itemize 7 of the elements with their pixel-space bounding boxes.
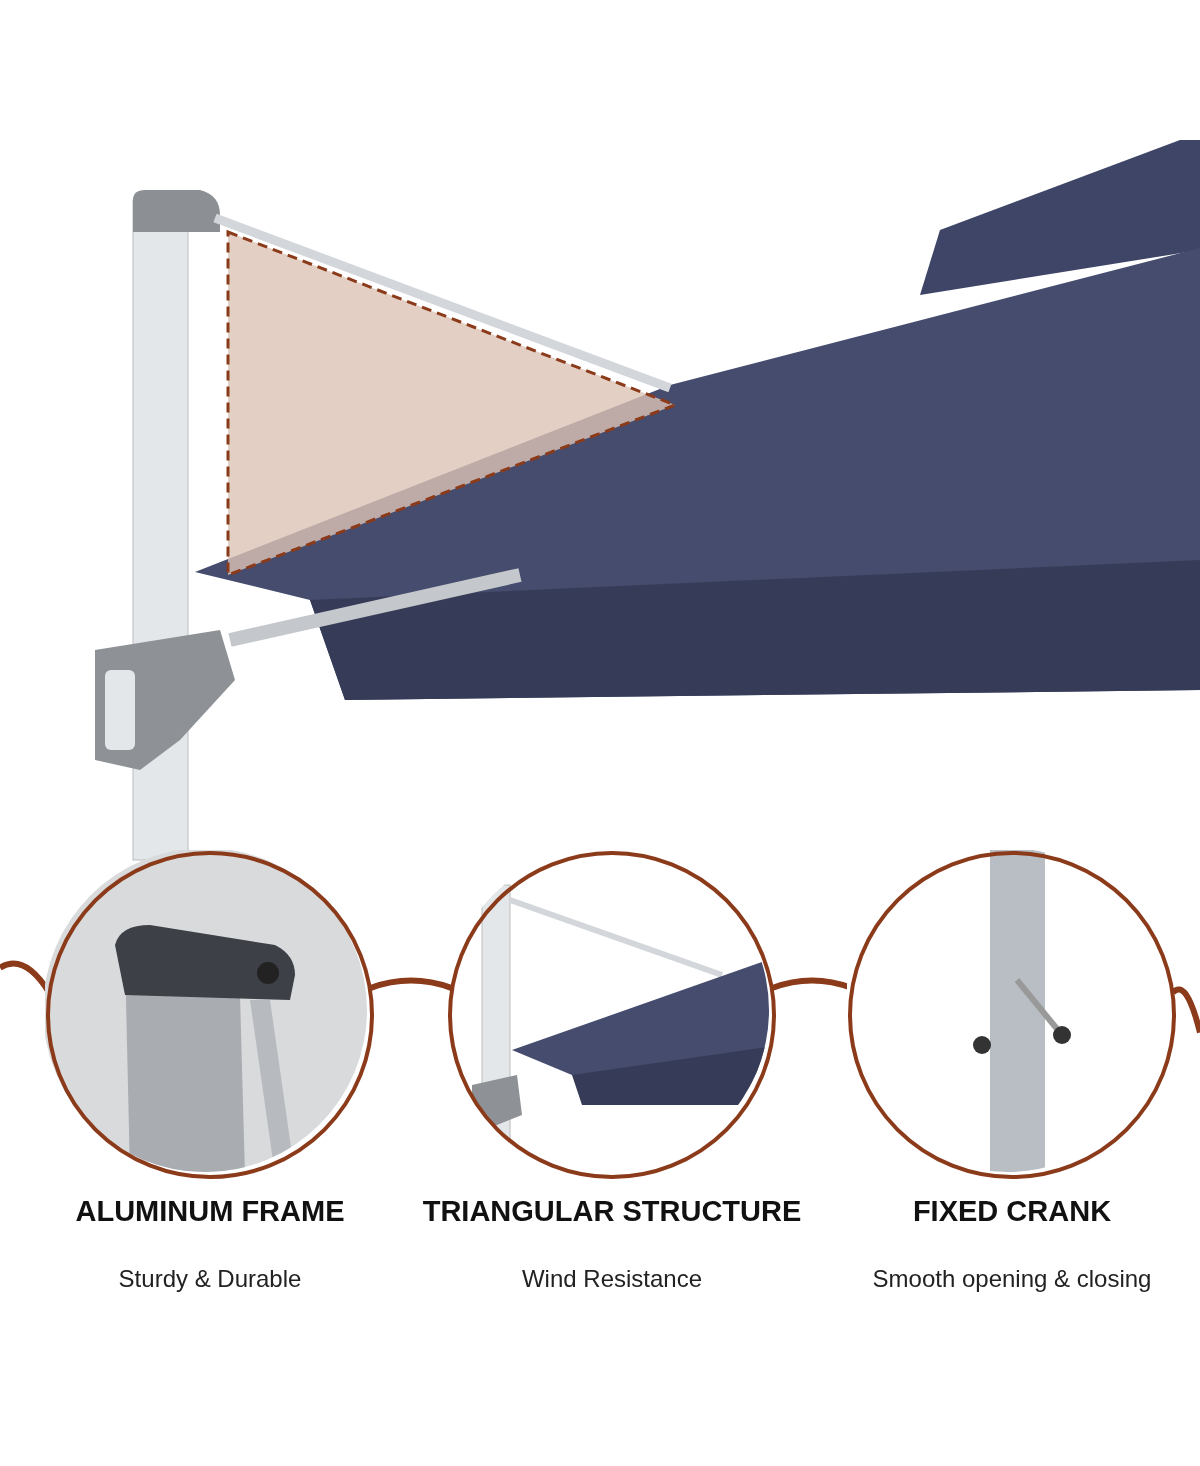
feature-description: Smooth opening & closing [871, 1265, 1153, 1293]
feature-description: Wind Resistance [520, 1265, 704, 1293]
feature-heading: TRIANGULAR STRUCTURE [422, 1195, 802, 1228]
feature-heading: FIXED CRANK [911, 1195, 1113, 1228]
feature-description: Sturdy & Durable [117, 1265, 303, 1293]
feature-heading: ALUMINUM FRAME [74, 1195, 346, 1228]
connector-line [369, 977, 453, 991]
